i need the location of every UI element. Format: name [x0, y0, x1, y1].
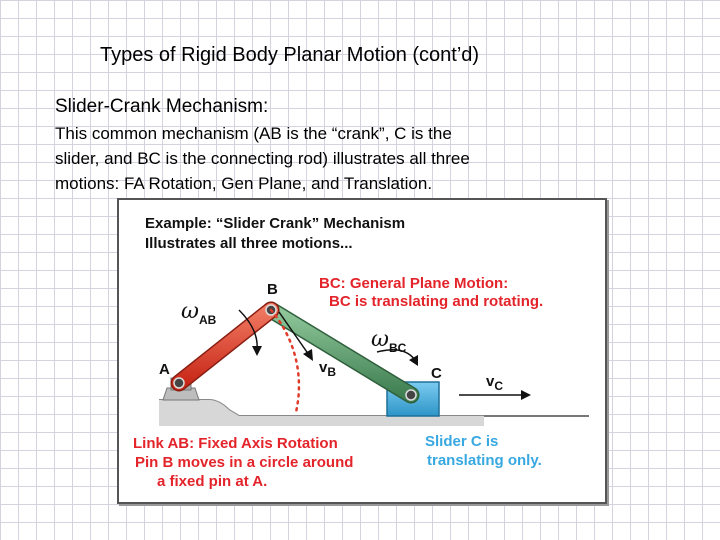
figure-title-line: Example: “Slider Crank” Mechanism [145, 215, 405, 232]
vb-arrow [278, 311, 313, 361]
label-b: B [267, 281, 278, 298]
ab-caption-line: Pin B moves in a circle around [135, 454, 353, 471]
bc-caption-line: BC: General Plane Motion: [319, 275, 508, 292]
ab-caption-line: a fixed pin at A. [157, 473, 267, 490]
omega-ab-arrow [238, 309, 262, 356]
vc-arrow [459, 390, 531, 400]
body-line: motions: FA Rotation, Gen Plane, and Tra… [55, 174, 433, 193]
label-a: A [159, 361, 170, 378]
omega-ab-label: ωAB [181, 299, 217, 327]
omega-bc-label: ωBC [371, 327, 407, 355]
slider-crank-figure: Example: “Slider Crank” Mechanism Illust… [117, 198, 607, 504]
ab-caption-line: Link AB: Fixed Axis Rotation [133, 435, 338, 452]
label-c: C [431, 365, 442, 382]
figure-title-line: Illustrates all three motions... [145, 235, 353, 252]
body-paragraph: This common mechanism (AB is the “crank”… [55, 121, 655, 196]
c-caption-line: Slider C is [425, 433, 498, 450]
vb-label: vB [319, 359, 336, 379]
omega-bc-arrow [376, 349, 418, 366]
pin-a [173, 377, 185, 389]
mechanism-diagram: Example: “Slider Crank” Mechanism Illust… [133, 215, 589, 490]
slide-title: Types of Rigid Body Planar Motion (cont’… [100, 44, 480, 66]
vc-label: vC [486, 373, 503, 393]
ground [159, 399, 589, 426]
section-heading: Slider-Crank Mechanism: [55, 96, 269, 117]
c-caption-line: translating only. [427, 452, 542, 469]
bc-caption-line: BC is translating and rotating. [329, 293, 543, 310]
connecting-rod-bc [262, 301, 420, 404]
pin-c [405, 389, 417, 401]
body-line: slider, and BC is the connecting rod) il… [55, 149, 470, 168]
crank-ab [170, 301, 280, 392]
body-line: This common mechanism (AB is the “crank”… [55, 124, 452, 143]
